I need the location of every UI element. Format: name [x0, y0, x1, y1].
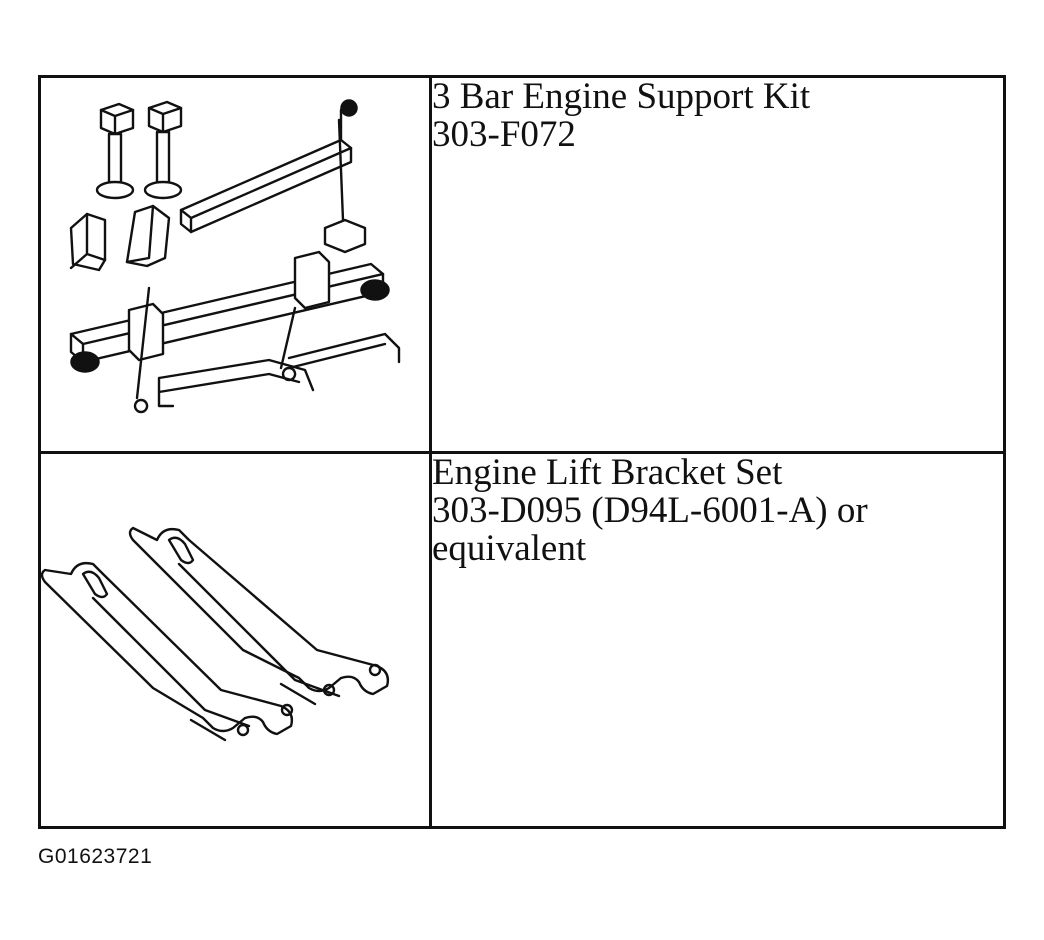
tool-row-engine-support-kit: 3 Bar Engine Support Kit 303-F072: [38, 75, 1006, 454]
tool-note: equivalent: [432, 528, 587, 569]
engine-lift-bracket-icon: [41, 526, 390, 742]
tool-number: 303-F072: [432, 114, 576, 155]
tool-name: Engine Lift Bracket Set: [432, 452, 783, 493]
tool-image-cell: [38, 75, 432, 454]
tool-description-cell: Engine Lift Bracket Set 303-D095 (D94L-6…: [429, 451, 1006, 829]
tool-name: 3 Bar Engine Support Kit: [432, 76, 811, 117]
figure-code: G01623721: [38, 845, 153, 868]
tool-image-cell: [38, 451, 432, 829]
tool-row-engine-lift-bracket: Engine Lift Bracket Set 303-D095 (D94L-6…: [38, 451, 1006, 829]
tool-description-cell: 3 Bar Engine Support Kit 303-F072: [429, 75, 1006, 454]
engine-support-kit-icon: [69, 99, 401, 414]
tool-number: 303-D095 (D94L-6001-A) or: [432, 490, 868, 531]
special-tools-table: 3 Bar Engine Support Kit 303-F072 Engine: [38, 75, 1006, 829]
